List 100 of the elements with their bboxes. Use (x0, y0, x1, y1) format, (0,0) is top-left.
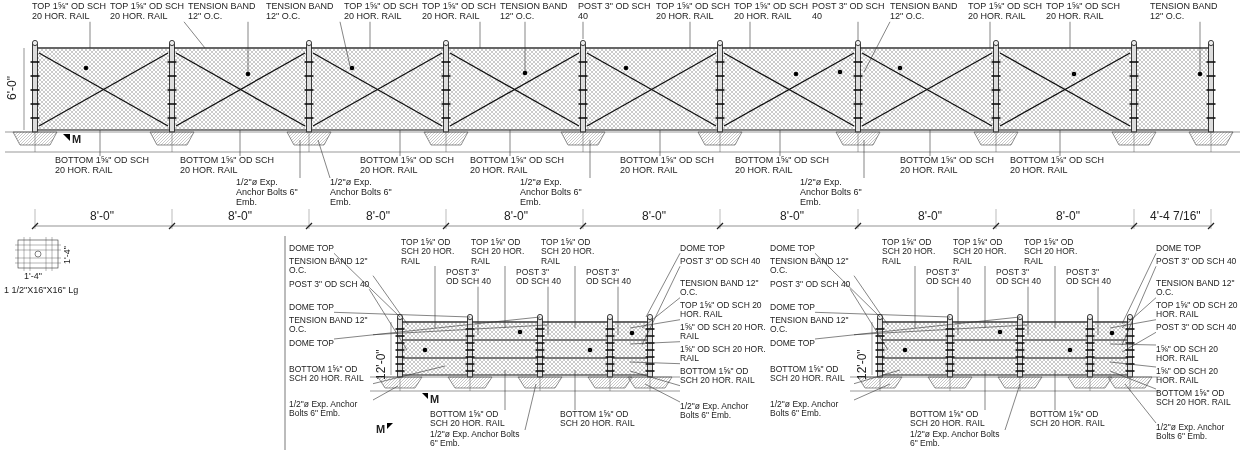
leader-line (1121, 332, 1157, 353)
callout-text: DOME TOP (1156, 244, 1202, 254)
callout-text: 1/2"ø Exp. Anchor Bolts 6" Emb. (330, 178, 400, 208)
leader-line (574, 369, 576, 411)
callout-text: POST 3" OD SCH 40 (1156, 323, 1237, 333)
callout-text: DOME TOP (289, 303, 335, 313)
callout-text: TENSION BAND 12" O.C. (188, 2, 262, 22)
callout-text: DOME TOP (770, 339, 816, 349)
leader-line (1124, 383, 1157, 424)
callout-text: 1/2"ø Exp. Anchor Bolts 6" Emb. (289, 400, 373, 419)
leader-line (1069, 21, 1071, 49)
leader-line (582, 21, 584, 40)
callout-text: BOTTOM 1⅝" OD SCH 20 HOR. RAIL (620, 156, 720, 176)
dimension-text: 4'-4 7/16" (1150, 210, 1201, 222)
leader-line (183, 21, 206, 49)
leader-line (645, 253, 681, 318)
callout-text: POST 3" OD SCH 40 (680, 257, 761, 267)
callout-text: POST 3" OD SCH 40 (516, 268, 564, 287)
callout-text: TOP 1⅝" OD SCH 20 HOR. RAIL (32, 2, 106, 22)
leader-line (1097, 286, 1099, 336)
callout-text: BOTTOM 1⅝" OD SCH 20 HOR. RAIL (735, 156, 835, 176)
callout-text: POST 3" OD SCH 40 (586, 268, 634, 287)
leader-line (99, 129, 101, 157)
callout-text: POST 3" OD SCH 40 (996, 268, 1044, 287)
callout-text: 1/2"ø Exp. Anchor Bolts 6" Emb. (770, 400, 854, 419)
leader-line (524, 21, 526, 72)
dimension-text: 1'-4" (24, 272, 42, 281)
callout-text: POST 3" OD SCH 40 (926, 268, 974, 287)
callout-text: 1⅝" OD SCH 20 HOR. RAIL (680, 323, 766, 342)
leader-line (641, 266, 681, 346)
leader-line (1109, 361, 1157, 368)
callout-text: POST 3" OD SCH 40 (1066, 268, 1114, 287)
leader-line (479, 21, 481, 49)
callout-text: 1⅝" OD SCH 20 HOR. RAIL (1156, 345, 1238, 364)
leader-line (659, 129, 661, 157)
dimension-text: 12'-0" (856, 349, 868, 380)
leader-line (509, 129, 511, 157)
callout-text: BOTTOM 1⅝" OD SCH 20 HOR. RAIL (1010, 156, 1110, 176)
callout-text: POST 3" OD SCH 40 (1156, 257, 1237, 267)
callout-text: DOME TOP (289, 339, 335, 349)
dimension-text: 8'-0" (228, 210, 252, 222)
callout-text: DOME TOP (770, 244, 816, 254)
leader-line (524, 383, 537, 431)
leader-line (814, 253, 881, 318)
dimension-text: 8'-0" (90, 210, 114, 222)
callout-text: TOP 1⅝" OD SCH 20 HOR. RAIL (422, 2, 496, 22)
leader-line (629, 361, 681, 364)
callout-text: TOP 1⅝" OD SCH 20 HOR. RAIL (968, 2, 1042, 22)
leader-line (1199, 21, 1201, 73)
callout-text: POST 3" OD SCH 40 (770, 280, 851, 290)
callout-text: 1/2"ø Exp. Anchor Bolts 6" Emb. (800, 178, 870, 208)
dimension-text: 6'-0" (6, 76, 18, 100)
callout-text: DOME TOP (289, 244, 335, 254)
leader-line (617, 286, 619, 336)
leader-line (629, 341, 681, 345)
callout-text: DOME TOP (680, 244, 726, 254)
callout-text: BOTTOM 1⅝" OD SCH 20 HOR. RAIL (1156, 389, 1238, 408)
leader-line (1054, 369, 1056, 411)
callout-text: TENSION BAND 12" O.C. (770, 316, 854, 335)
callout-text: TOP 1⅝" OD SCH 20 HOR. RAIL (734, 2, 808, 22)
leader-line (853, 369, 901, 384)
leader-line (1121, 253, 1157, 325)
callout-text: BOTTOM 1⅝" OD SCH 20 HOR. RAIL (180, 156, 280, 176)
leader-line (814, 312, 951, 318)
callout-text: TOP 1⅝" OD SCH 20 HOR. RAIL (1024, 238, 1092, 267)
callout-text: TOP 1⅝" OD SCH 20 HOR. RAIL (882, 238, 950, 267)
leader-line (317, 139, 331, 179)
leader-line (850, 289, 889, 351)
dimension-text: 1 1/2"X16"X16" Lg (4, 286, 79, 295)
callout-text: 1/2"ø Exp. Anchor Bolts 6" Emb. (1156, 423, 1238, 442)
callout-text: BOTTOM 1⅝" OD SCH 20 HOR. RAIL (360, 156, 460, 176)
callout-text: POST 3" OD SCH 40 (812, 2, 886, 22)
leader-line (89, 21, 91, 49)
callout-text: TENSION BAND 12" O.C. (770, 257, 854, 276)
callout-text: BOTTOM 1⅝" OD SCH 20 HOR. RAIL (900, 156, 1000, 176)
leader-line (1121, 266, 1157, 346)
leader-line (589, 139, 591, 179)
section-marker: M (430, 394, 440, 405)
leader-line (1109, 319, 1157, 329)
leader-line (689, 21, 691, 49)
leader-line (857, 21, 859, 41)
leader-line (574, 265, 576, 329)
callout-text: TENSION BAND 12" O.C. (289, 316, 373, 335)
callout-text: TOP 1⅝" OD SCH 20 HOR. RAIL (656, 2, 730, 22)
leader-line (239, 129, 241, 157)
leader-line (369, 21, 371, 49)
callout-text: TOP 1⅝" OD SCH 20 HOR. RAIL (344, 2, 418, 22)
leader-line (984, 369, 986, 411)
dimension-text: 1'-4" (63, 246, 72, 264)
callout-text: BOTTOM 1⅝" OD SCH 20 HOR. RAIL (680, 367, 766, 386)
leader-line (863, 139, 865, 179)
leader-line (814, 316, 1021, 340)
dimension-text: 8'-0" (366, 210, 390, 222)
leader-line (853, 383, 891, 401)
callout-text: TENSION BAND 12" O.C. (289, 257, 373, 276)
leader-line (984, 265, 986, 329)
callout-text: TENSION BAND 12" O.C. (1156, 279, 1238, 298)
callout-text: TOP 1⅝" OD SCH 20 HOR. RAIL (541, 238, 609, 267)
leader-line (477, 286, 479, 336)
callout-text: BOTTOM 1⅝" OD SCH 20 HOR. RAIL (430, 410, 510, 429)
